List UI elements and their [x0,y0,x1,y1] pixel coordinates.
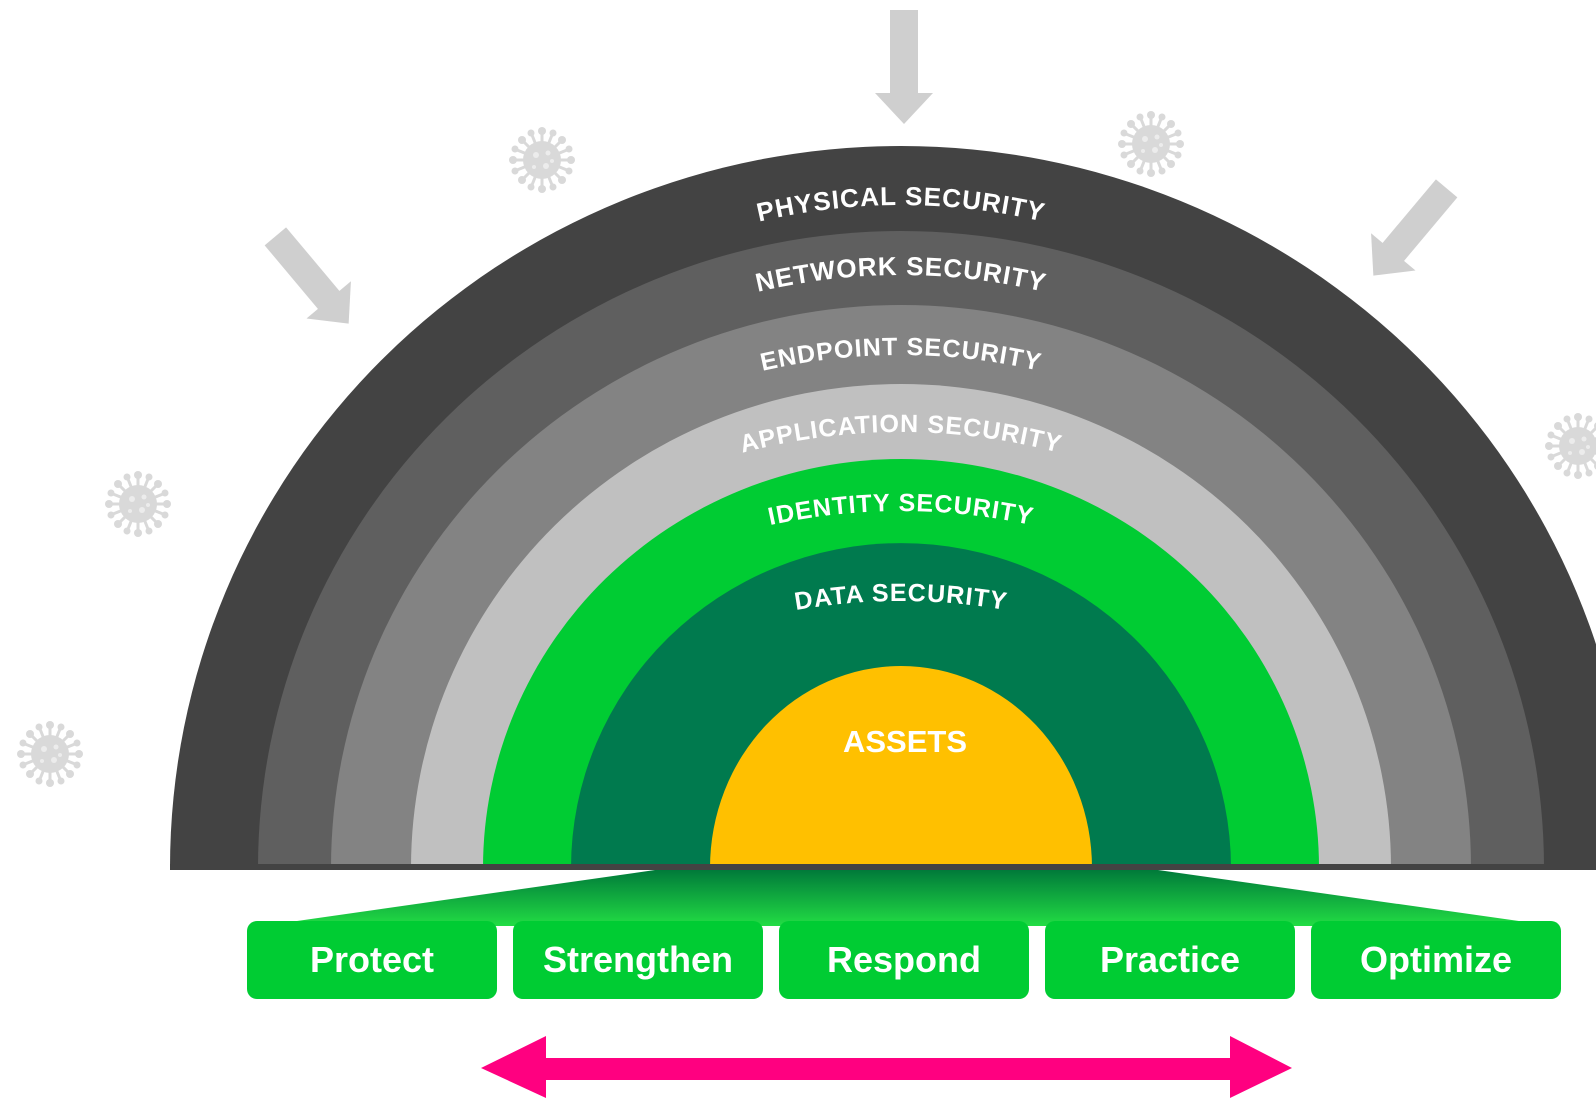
security-layers [170,146,1596,868]
virus-icon [1116,109,1186,179]
down-arrow-icon [253,217,371,343]
virus-icon [15,719,85,789]
step-practice[interactable]: Practice [1045,921,1295,999]
assets-label: ASSETS [843,724,967,759]
down-arrow-icon [1351,169,1469,295]
virus-icon [507,125,577,195]
funnel-trapezoid [262,870,1554,926]
step-optimize[interactable]: Optimize [1311,921,1561,999]
step-strengthen[interactable]: Strengthen [513,921,763,999]
down-arrow-icon [875,10,933,124]
virus-icon [1543,411,1596,481]
step-respond[interactable]: Respond [779,921,1029,999]
step-protect[interactable]: Protect [247,921,497,999]
double-headed-arrow-icon [481,1036,1292,1098]
assets-core [710,666,1092,868]
base-line [170,864,1596,870]
virus-icon [103,469,173,539]
